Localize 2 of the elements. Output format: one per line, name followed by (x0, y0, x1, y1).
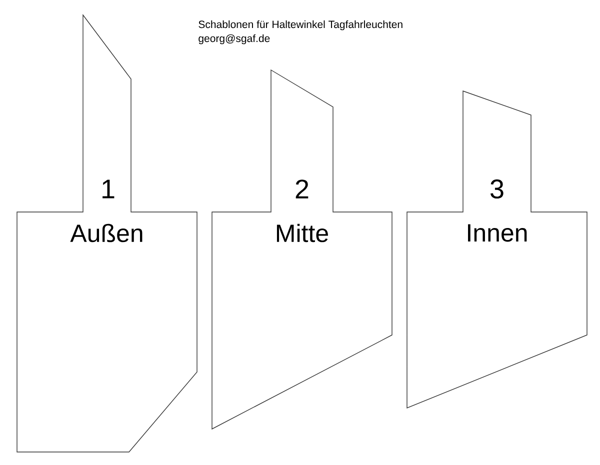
email-text: georg@sgaf.de (198, 34, 270, 44)
title: Schablonen für Haltewinkel Tagfahrleuchten (198, 20, 402, 30)
